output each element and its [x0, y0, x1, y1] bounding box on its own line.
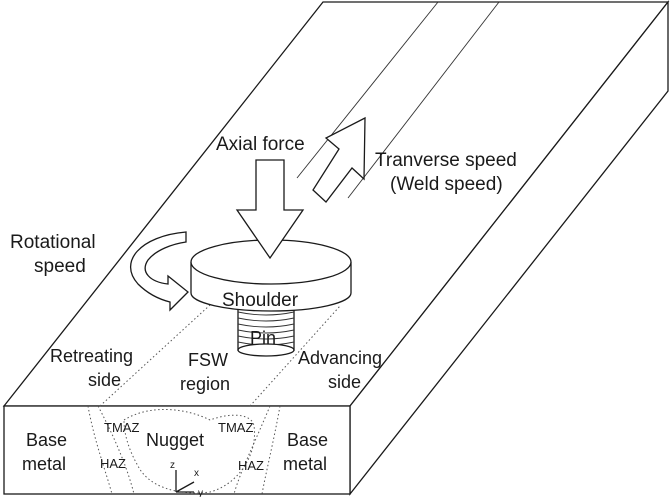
nugget-outline	[123, 409, 256, 494]
axis-x-label: x	[194, 468, 199, 479]
base-metal-right-label-line1: Base	[287, 430, 328, 450]
base-metal-right-label-line2: metal	[283, 454, 327, 474]
pin-tip	[237, 343, 295, 357]
shoulder	[190, 239, 352, 312]
axial-force-arrow	[235, 159, 305, 260]
fsw-region-label-line1: FSW	[188, 350, 228, 370]
weld-line-left	[296, 1, 439, 179]
axial-force-label: Axial force	[216, 134, 305, 155]
transverse-speed-label-line2: (Weld speed)	[390, 174, 503, 195]
fsw-region-right-boundary	[249, 305, 341, 407]
haz-boundary-right	[261, 405, 281, 495]
transverse-speed-arrow	[312, 116, 366, 203]
tmaz-boundary-left	[97, 405, 135, 495]
base-metal-left-label-line1: Base	[26, 430, 67, 450]
rotational-speed-label-line1: Rotational	[10, 232, 96, 253]
weld-line-right	[347, 1, 500, 199]
rotational-speed-label-line2: speed	[34, 256, 86, 277]
retreating-side-label-line1: Retreating	[50, 346, 133, 366]
coordinate-axes	[175, 470, 195, 493]
tmaz-right-label: TMAZ	[218, 420, 253, 435]
nugget-label: Nugget	[146, 430, 204, 450]
advancing-side-label-line2: side	[328, 372, 361, 392]
tmaz-boundary-right	[233, 405, 271, 495]
haz-boundary-left	[87, 405, 113, 495]
plate-front-face	[3, 405, 351, 495]
weld-zones	[87, 405, 281, 495]
base-metal-left-label-line2: metal	[22, 454, 66, 474]
transverse-speed-label-line1: Tranverse speed	[375, 150, 517, 171]
axis-x-line	[175, 481, 195, 493]
advancing-side-label-line1: Advancing	[298, 348, 382, 368]
rotational-speed-arrow	[129, 231, 189, 312]
haz-left-label: HAZ	[100, 456, 126, 471]
axis-y-label: y	[198, 488, 203, 497]
haz-right-label: HAZ	[238, 458, 264, 473]
shoulder-label: Shoulder	[222, 290, 299, 311]
pin-label: Pin	[250, 328, 276, 348]
retreating-side-label-line2: side	[88, 370, 121, 390]
axis-z-label: z	[170, 460, 175, 471]
fsw-region-left-boundary	[99, 304, 211, 407]
fsw-region-label-line2: region	[180, 374, 230, 394]
tmaz-left-label: TMAZ	[104, 420, 139, 435]
